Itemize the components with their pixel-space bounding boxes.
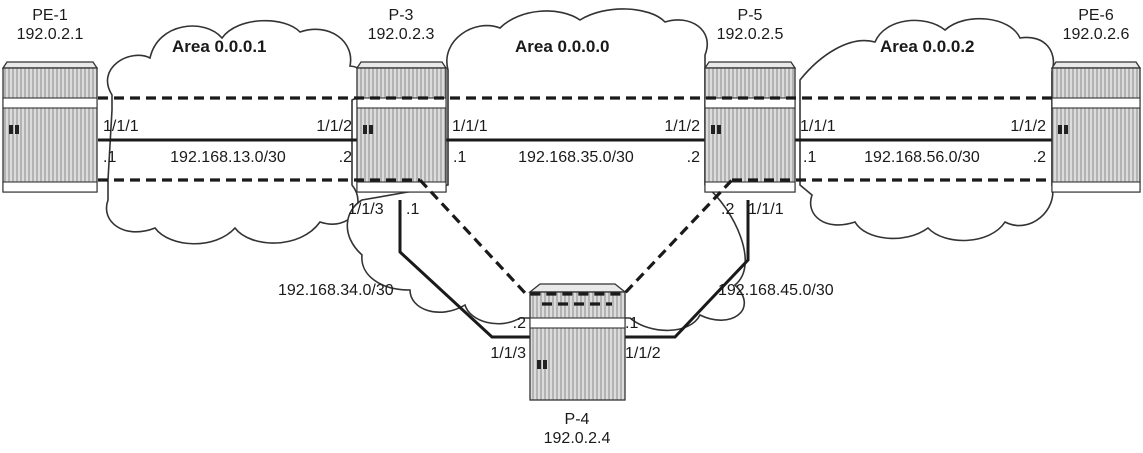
area-label-0.0.0.2: Area 0.0.0.2 xyxy=(880,37,975,56)
subnet-label: 192.168.34.0/30 xyxy=(278,282,394,299)
port-label: 1/1/1 xyxy=(748,201,784,218)
link-p3-p4 xyxy=(398,200,532,339)
area-cloud-0.0.0.0 xyxy=(346,8,746,332)
host-label: .2 xyxy=(1033,149,1046,166)
router-name-p3: P-3 xyxy=(389,7,414,24)
subnet-label: 192.168.45.0/30 xyxy=(718,282,834,299)
port-label: 1/1/1 xyxy=(452,118,488,135)
host-label: .1 xyxy=(406,201,419,218)
host-label: .2 xyxy=(339,149,352,166)
port-label: 1/1/1 xyxy=(103,118,139,135)
link-p5-p4 xyxy=(622,200,750,339)
port-label: 1/1/2 xyxy=(664,118,700,135)
host-label: .1 xyxy=(453,149,466,166)
host-label: .2 xyxy=(513,315,526,332)
router-name-pe1: PE-1 xyxy=(32,7,68,24)
router-pe6[interactable] xyxy=(1050,61,1142,193)
port-label: 1/1/3 xyxy=(348,201,384,218)
router-name-pe6: PE-6 xyxy=(1078,7,1114,24)
subnet-label: 192.168.56.0/30 xyxy=(864,149,980,166)
port-label: 1/1/2 xyxy=(316,118,352,135)
subnet-label: 192.168.35.0/30 xyxy=(518,149,634,166)
router-ip-pe6: 192.0.2.6 xyxy=(1063,26,1130,43)
port-label: 1/1/1 xyxy=(800,118,836,135)
host-label: .1 xyxy=(803,149,816,166)
router-name-p5: P-5 xyxy=(738,7,763,24)
router-p3[interactable] xyxy=(355,61,448,193)
subnet-label: 192.168.13.0/30 xyxy=(170,149,286,166)
host-label: .1 xyxy=(625,315,638,332)
area-label-0.0.0.0: Area 0.0.0.0 xyxy=(515,37,610,56)
router-name-p4: P-4 xyxy=(565,411,590,428)
router-p5[interactable] xyxy=(703,61,797,193)
port-label: 1/1/2 xyxy=(625,345,661,362)
host-label: .1 xyxy=(103,149,116,166)
router-p4[interactable] xyxy=(528,283,627,401)
router-ip-p4: 192.0.2.4 xyxy=(544,430,611,447)
router-ip-p3: 192.0.2.3 xyxy=(368,26,435,43)
area-label-0.0.0.1: Area 0.0.0.1 xyxy=(172,37,267,56)
host-label: .2 xyxy=(721,201,734,218)
host-label: .2 xyxy=(687,149,700,166)
port-label: 1/1/3 xyxy=(490,345,526,362)
port-label: 1/1/2 xyxy=(1010,118,1046,135)
router-pe1[interactable] xyxy=(1,61,99,193)
router-ip-p5: 192.0.2.5 xyxy=(717,26,784,43)
router-ip-pe1: 192.0.2.1 xyxy=(17,26,84,43)
